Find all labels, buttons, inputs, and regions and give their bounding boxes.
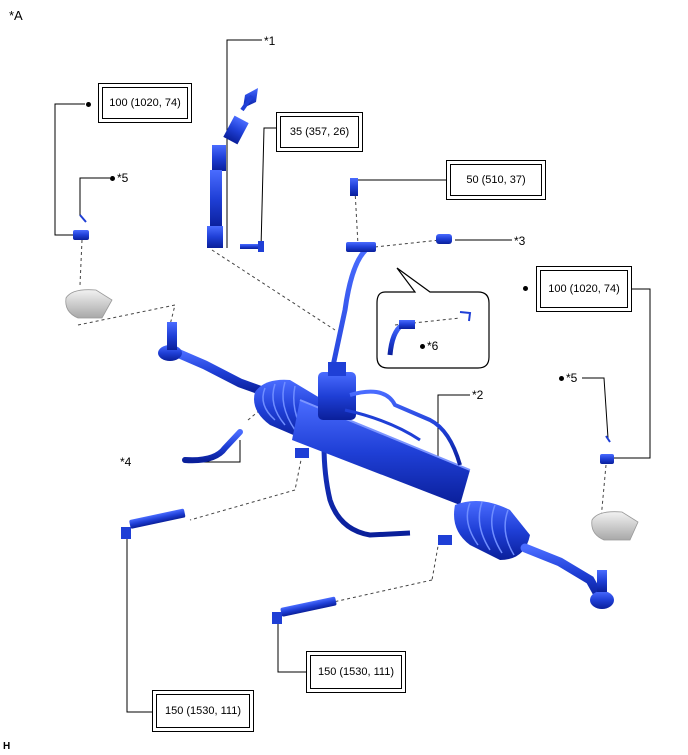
right-steering-knuckle: [591, 511, 639, 541]
inset-detail-bubble: [376, 267, 490, 369]
torque-box-shaft-bolt: 35 (357, 26): [276, 112, 363, 152]
callout-5-left: *5: [110, 171, 128, 185]
mounting-bolt-left: [121, 508, 186, 539]
bullet-icon: [86, 102, 91, 107]
left-steering-knuckle: [65, 289, 113, 319]
torque-box-mount-bolt-center: 150 (1530, 111): [306, 651, 406, 693]
union-bolt: [350, 178, 358, 196]
bullet-icon: [420, 344, 425, 350]
callout-4: *4: [120, 455, 132, 469]
torque-box-union-bolt: 50 (510, 37): [446, 160, 546, 200]
inlet-hose: [182, 429, 243, 464]
view-label: *A: [9, 8, 23, 23]
shaft-bolt: [240, 241, 264, 252]
callout-1: *1: [264, 34, 276, 48]
torque-box-right-tie-rod: 100 (1020, 74): [536, 266, 632, 312]
bullet-icon: [523, 286, 528, 291]
leader-lines: [54, 39, 651, 713]
steering-gear-assembly: [158, 322, 614, 609]
intermediate-shaft: [207, 88, 258, 248]
callout-3: *3: [514, 234, 526, 248]
bullet-icon: [559, 376, 564, 382]
callout-6: *6: [420, 339, 438, 353]
torque-box-mount-bolt-left: 150 (1530, 111): [152, 690, 254, 732]
left-nut-and-pin: [73, 214, 89, 240]
return-hose-fitting: [436, 234, 452, 244]
bullet-icon: [110, 176, 115, 182]
mounting-bolt-center: [272, 596, 337, 624]
callout-5-right: *5: [559, 371, 577, 385]
torque-box-left-tie-rod: 100 (1020, 74): [98, 83, 192, 123]
right-nut-and-pin: [600, 435, 614, 464]
callout-2: *2: [472, 388, 484, 402]
footer-letter: H: [3, 741, 11, 752]
